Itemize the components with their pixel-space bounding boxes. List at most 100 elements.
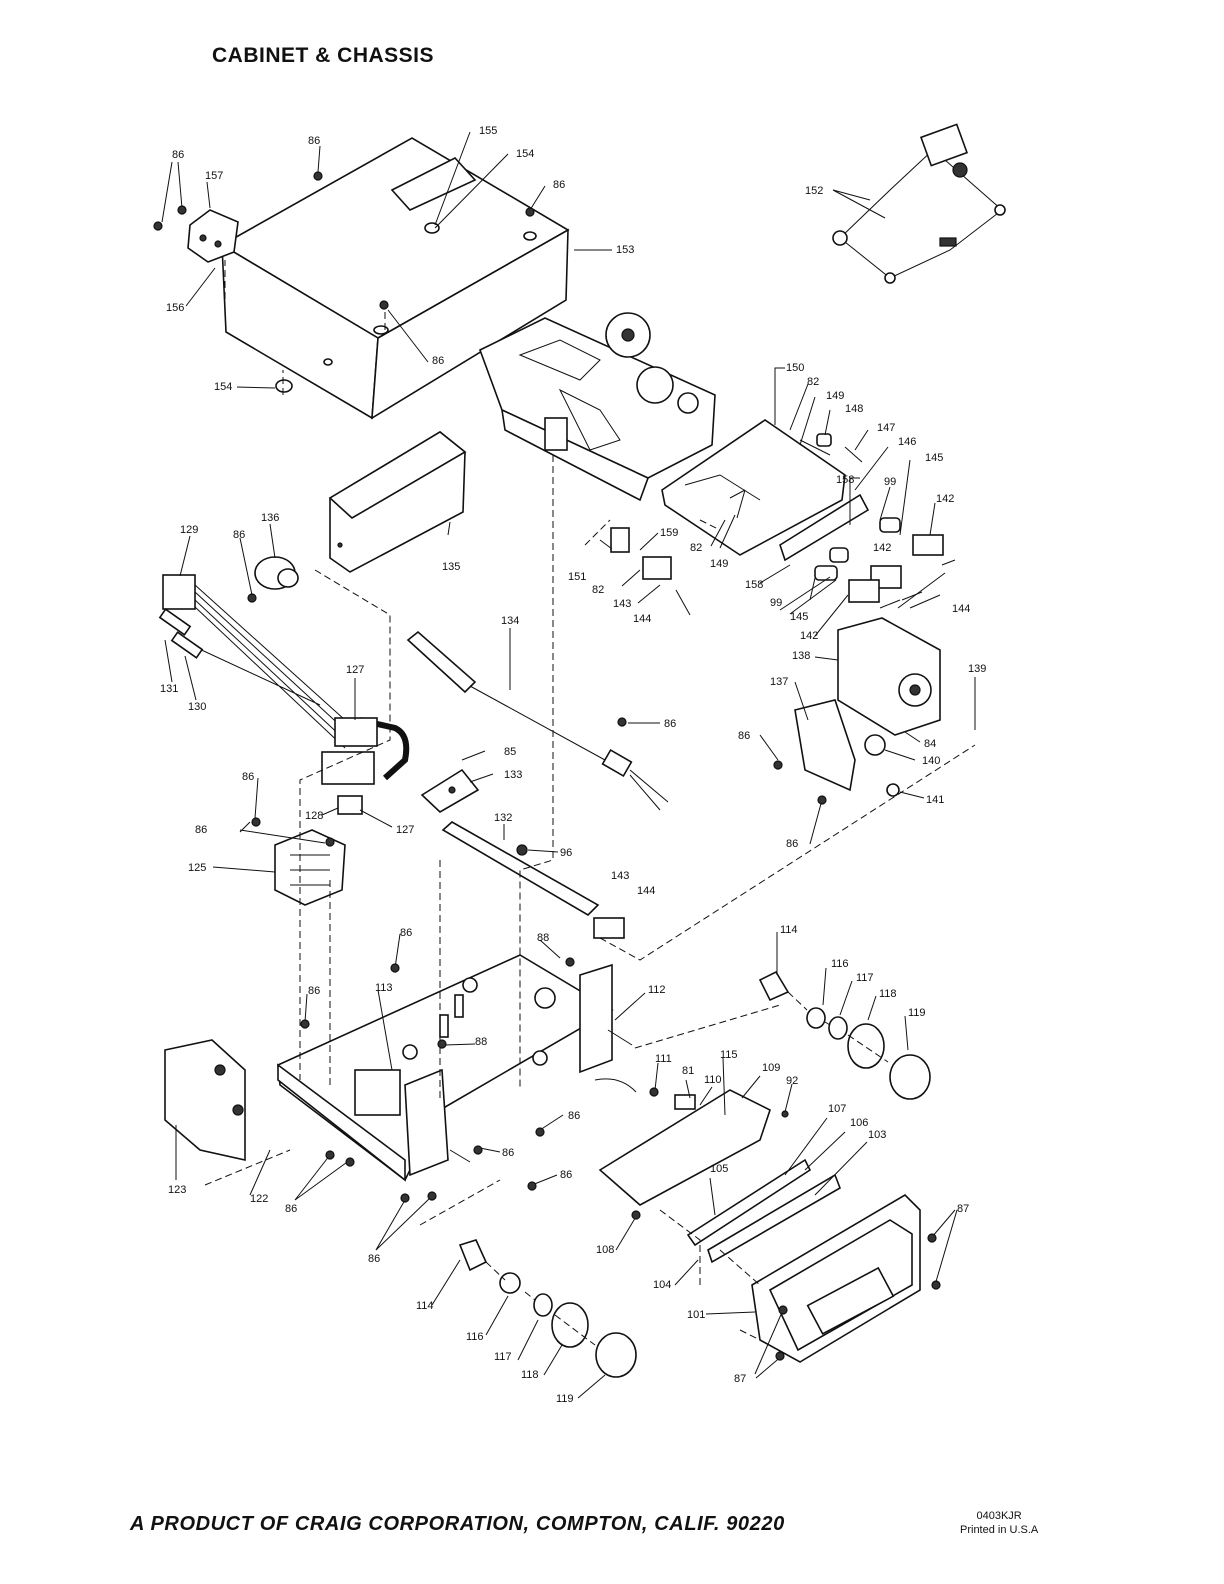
label-107: 107 bbox=[828, 1103, 846, 1115]
label-82: 82 bbox=[690, 542, 702, 554]
label-86: 86 bbox=[553, 179, 565, 191]
label-132: 132 bbox=[494, 812, 512, 824]
label-112: 112 bbox=[648, 984, 666, 996]
label-142: 142 bbox=[873, 542, 891, 554]
label-123: 123 bbox=[168, 1184, 186, 1196]
main-chassis bbox=[277, 954, 633, 1182]
label-143: 143 bbox=[611, 870, 629, 882]
tape-mechanism bbox=[479, 312, 716, 502]
label-119: 119 bbox=[556, 1393, 574, 1405]
label-150: 150 bbox=[786, 362, 804, 374]
label-115: 115 bbox=[720, 1049, 738, 1061]
label-138: 138 bbox=[792, 650, 810, 662]
dial-mechanism bbox=[594, 1078, 771, 1206]
part-labels: 86 157 156 86 155 154 86 153 86 154 152 … bbox=[160, 125, 986, 1405]
print-code: 0403KJR Printed in U.S.A bbox=[960, 1509, 1038, 1537]
label-86: 86 bbox=[242, 771, 254, 783]
label-156: 156 bbox=[166, 302, 184, 314]
label-108: 108 bbox=[596, 1244, 614, 1256]
label-86: 86 bbox=[172, 149, 184, 161]
label-104: 104 bbox=[653, 1279, 671, 1291]
front-plate bbox=[164, 1039, 246, 1161]
label-86: 86 bbox=[664, 718, 676, 730]
label-135: 135 bbox=[442, 561, 460, 573]
label-118: 118 bbox=[879, 988, 897, 1000]
label-92: 92 bbox=[786, 1075, 798, 1087]
label-118: 118 bbox=[521, 1369, 539, 1381]
label-84: 84 bbox=[924, 738, 936, 750]
dial-scale bbox=[686, 1158, 841, 1264]
label-128: 128 bbox=[305, 810, 323, 822]
label-154: 154 bbox=[214, 381, 232, 393]
label-109: 109 bbox=[762, 1062, 780, 1074]
label-86: 86 bbox=[308, 135, 320, 147]
wiring-harness bbox=[158, 574, 410, 815]
label-105: 105 bbox=[710, 1163, 728, 1175]
label-111: 111 bbox=[655, 1053, 672, 1065]
label-145: 145 bbox=[925, 452, 943, 464]
printed-note: Printed in U.S.A bbox=[960, 1524, 1039, 1536]
label-86: 86 bbox=[786, 838, 798, 850]
label-127: 127 bbox=[346, 664, 364, 676]
antenna-cable bbox=[406, 630, 669, 811]
label-144: 144 bbox=[637, 885, 655, 897]
label-157: 157 bbox=[205, 170, 223, 182]
slide-switch bbox=[420, 768, 480, 813]
label-81: 81 bbox=[682, 1065, 694, 1077]
label-139: 139 bbox=[968, 663, 986, 675]
side-bracket bbox=[187, 209, 239, 263]
label-82: 82 bbox=[807, 376, 819, 388]
label-86: 86 bbox=[568, 1110, 580, 1122]
screws bbox=[153, 171, 941, 1361]
label-86: 86 bbox=[368, 1253, 380, 1265]
label-149: 149 bbox=[710, 558, 728, 570]
cabinet-cover bbox=[220, 137, 570, 420]
label-140: 140 bbox=[922, 755, 940, 767]
switch-parts bbox=[610, 433, 956, 609]
label-141: 141 bbox=[926, 794, 944, 806]
label-151: 151 bbox=[568, 571, 586, 583]
label-110: 110 bbox=[704, 1074, 722, 1086]
label-155: 155 bbox=[479, 125, 497, 137]
lever-bar bbox=[441, 821, 625, 939]
label-86: 86 bbox=[560, 1169, 572, 1181]
label-136: 136 bbox=[261, 512, 279, 524]
label-152: 152 bbox=[805, 185, 823, 197]
knob-set-right bbox=[758, 970, 931, 1100]
label-87: 87 bbox=[957, 1203, 969, 1215]
coil bbox=[247, 556, 299, 603]
knob-set-left bbox=[458, 1239, 637, 1378]
label-147: 147 bbox=[877, 422, 895, 434]
label-86: 86 bbox=[432, 355, 444, 367]
label-85: 85 bbox=[504, 746, 516, 758]
label-103: 103 bbox=[868, 1129, 886, 1141]
label-122: 122 bbox=[250, 1193, 268, 1205]
label-86: 86 bbox=[233, 529, 245, 541]
label-144: 144 bbox=[633, 613, 651, 625]
label-leaders bbox=[161, 131, 976, 1399]
label-82: 82 bbox=[592, 584, 604, 596]
label-86: 86 bbox=[308, 985, 320, 997]
footer-credit: A PRODUCT OF CRAIG CORPORATION, COMPTON,… bbox=[130, 1513, 785, 1535]
label-117: 117 bbox=[856, 972, 874, 984]
label-134: 134 bbox=[501, 615, 519, 627]
label-127: 127 bbox=[396, 824, 414, 836]
label-130: 130 bbox=[188, 701, 206, 713]
label-101: 101 bbox=[687, 1309, 705, 1321]
label-144: 144 bbox=[952, 603, 970, 615]
label-96: 96 bbox=[560, 847, 572, 859]
transformer bbox=[274, 829, 346, 906]
label-143: 143 bbox=[613, 598, 631, 610]
label-99: 99 bbox=[884, 476, 896, 488]
label-137: 137 bbox=[770, 676, 788, 688]
label-146: 146 bbox=[898, 436, 916, 448]
label-159: 159 bbox=[660, 527, 678, 539]
label-114: 114 bbox=[416, 1300, 434, 1312]
label-158: 158 bbox=[745, 579, 763, 591]
label-154: 154 bbox=[516, 148, 534, 160]
leader-lines bbox=[204, 260, 976, 1346]
label-86: 86 bbox=[738, 730, 750, 742]
label-133: 133 bbox=[504, 769, 522, 781]
label-153: 153 bbox=[616, 244, 634, 256]
